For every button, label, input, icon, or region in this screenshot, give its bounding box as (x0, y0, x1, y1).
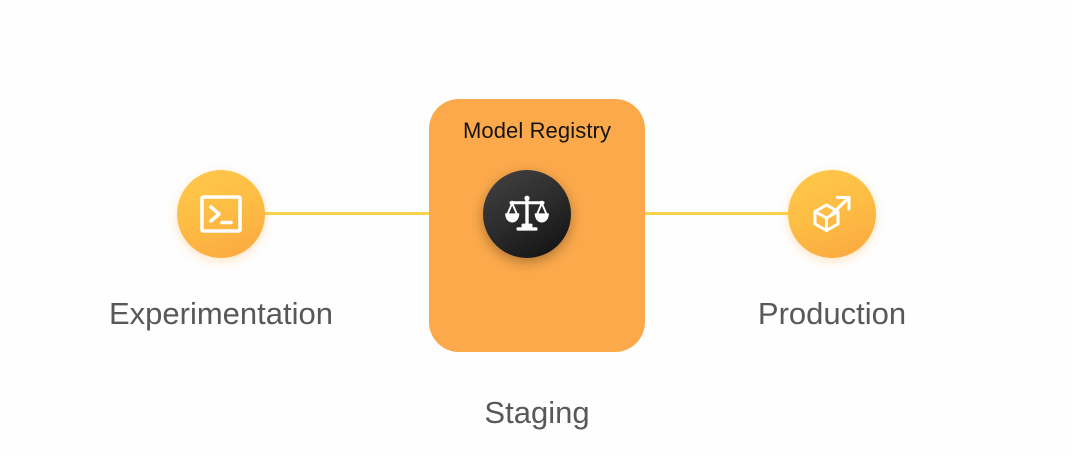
cube-deploy-arrow-icon (807, 189, 857, 239)
node-production[interactable] (788, 170, 876, 258)
model-registry-title: Model Registry (462, 118, 612, 143)
terminal-icon (197, 190, 245, 238)
node-experimentation[interactable] (177, 170, 265, 258)
node-label-production: Production (757, 296, 907, 331)
connector-experimentation-to-staging (258, 212, 443, 215)
node-staging[interactable] (483, 170, 571, 258)
connector-staging-to-production (633, 212, 833, 215)
node-label-experimentation: Experimentation (108, 296, 333, 331)
balance-scales-icon (502, 189, 552, 239)
node-label-staging: Staging (484, 395, 590, 430)
